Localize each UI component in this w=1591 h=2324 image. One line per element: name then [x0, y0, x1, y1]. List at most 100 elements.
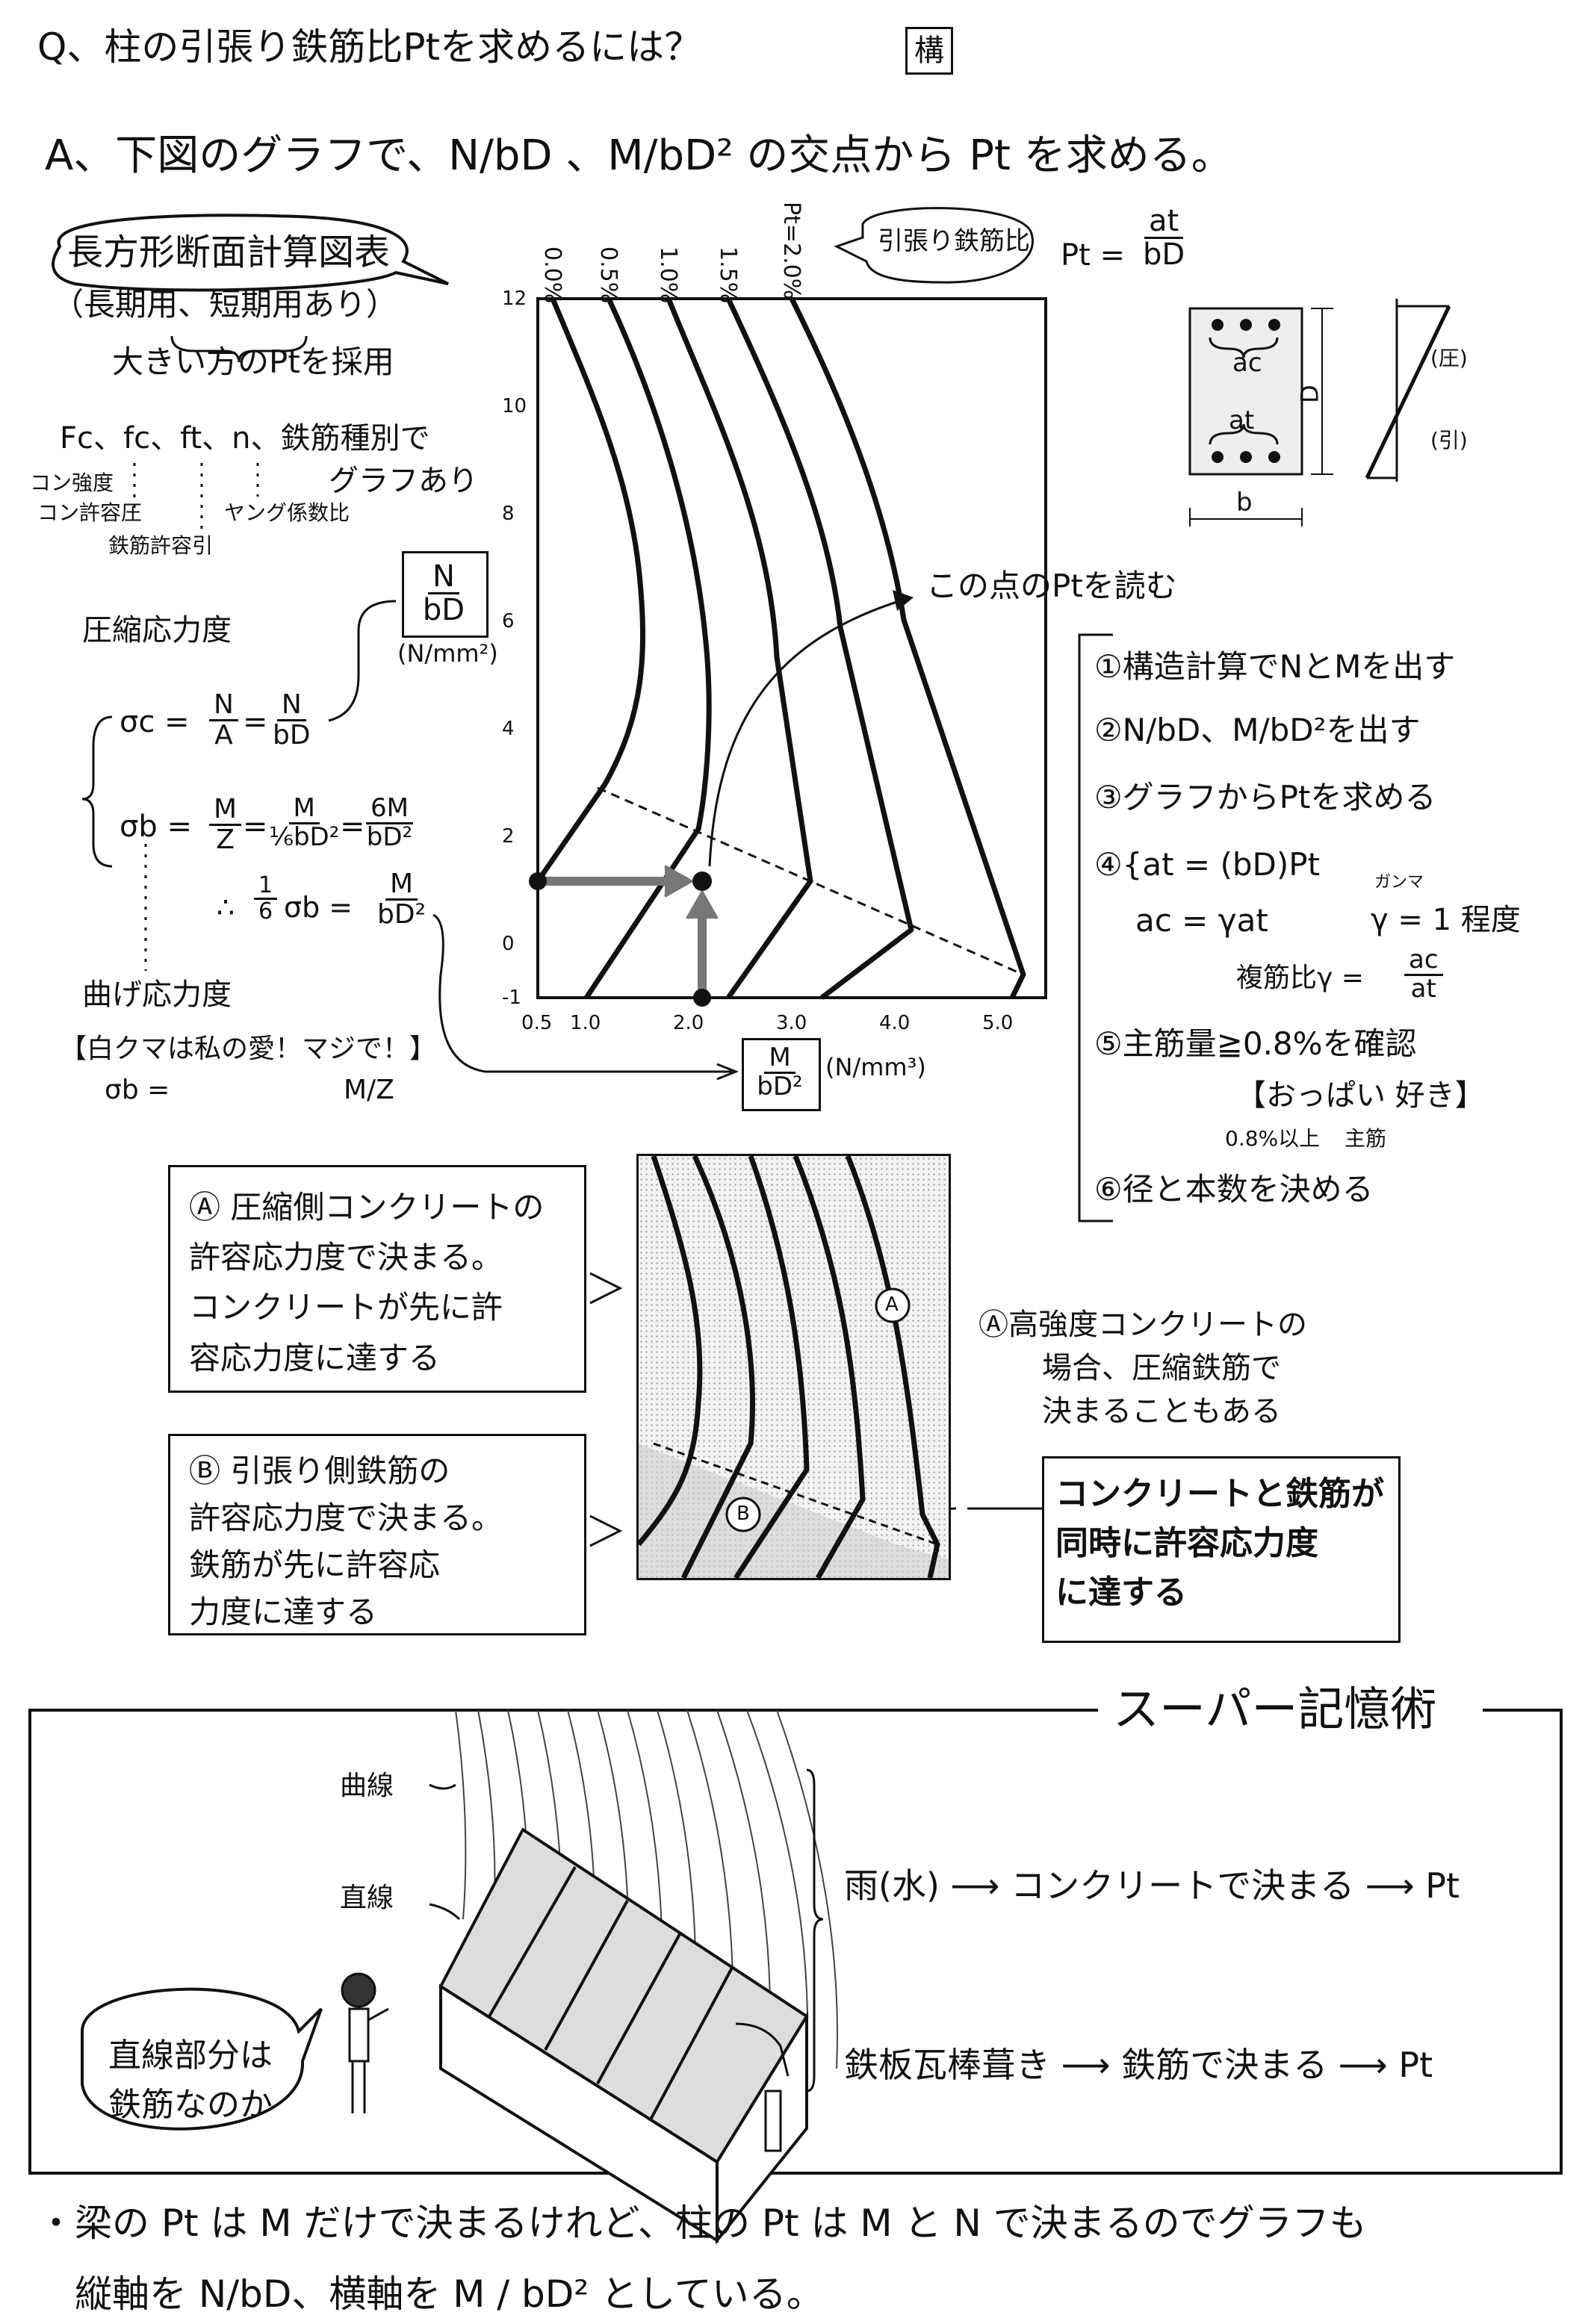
- step-4-ratio: 複筋比γ =: [1236, 963, 1364, 993]
- num: 6M: [366, 795, 413, 824]
- zone-a-line: 容応力度に達する: [189, 1339, 441, 1376]
- section-at: at: [1229, 406, 1255, 435]
- step-4-gamma: γ = 1 程度: [1371, 903, 1521, 937]
- zone-a-line: コンクリートが先に許: [189, 1289, 503, 1326]
- balance-line: に達する: [1055, 1573, 1187, 1612]
- arrow-to-nbd: [328, 600, 397, 722]
- step-1: ①構造計算でNとMを出す: [1094, 648, 1456, 685]
- zone-b-line: 鉄筋が先に許容応: [189, 1547, 441, 1583]
- label-n: ヤング係数比: [224, 500, 350, 525]
- step-4a: ④{at = (bD)Pt: [1094, 846, 1321, 883]
- curve-pt-0.5: [584, 297, 712, 999]
- num: ac: [1404, 946, 1443, 976]
- bubble-line: 鉄筋なのか: [108, 2086, 273, 2124]
- y-tick-label: 10: [502, 395, 527, 417]
- zone-b-line: 許容応力度で決まる。: [189, 1500, 503, 1536]
- speech-bubble: [52, 214, 449, 292]
- read-point-annotation: この点のPtを読む: [926, 568, 1177, 604]
- den: 6: [258, 898, 273, 925]
- chart-curves: [536, 297, 1026, 1000]
- zone-a-marker: A: [885, 1293, 899, 1316]
- step-5: ⑤主筋量≧0.8%を確認: [1094, 1025, 1417, 1062]
- section-b: b: [1236, 488, 1253, 518]
- den: at: [1410, 973, 1436, 1004]
- answer-text: A、下図のグラフで、N/bD 、M/bD² の交点から Pt を求める。: [45, 131, 1233, 180]
- step-5-mnemonic: 【おっぱい 好き】: [1236, 1078, 1485, 1113]
- balance-box: コンクリートと鉄筋が 同時に許容応力度 に達する: [1042, 1456, 1401, 1643]
- memory-title: スーパー記憶術: [1113, 1682, 1437, 1736]
- den: A: [214, 719, 233, 751]
- section-ac: ac: [1232, 348, 1262, 378]
- den: bD: [422, 593, 465, 627]
- zone-b-box: Ⓑ 引張り側鉄筋の 許容応力度で決まる。 鉄筋が先に許容応 力度に達する: [168, 1434, 586, 1635]
- y-axis-unit: (N/mm²): [397, 639, 498, 668]
- rain-mnemonic: 雨(水) ⟶ コンクリートで決まる ⟶ Pt: [844, 1865, 1460, 1906]
- series-label: 0.0%: [539, 246, 565, 304]
- question-tag: 構: [905, 27, 953, 75]
- zone-a-box: Ⓐ 圧縮側コンクリートの 許容応力度で決まる。 コンクリートが先に許 容応力度に…: [168, 1165, 586, 1393]
- x-tick-label: 3.0: [776, 1012, 807, 1034]
- step-4-gamma-reading: ガンマ: [1374, 873, 1424, 892]
- chart-type-bubble-text: 長方形断面計算図表: [67, 232, 391, 273]
- mnemonic-sigma: σb =: [105, 1075, 170, 1105]
- zone-b-line: 力度に達する: [189, 1594, 378, 1630]
- chart-type-sub: （長期用、短期用あり）: [52, 286, 398, 323]
- label-curve: 曲線: [340, 1771, 394, 1801]
- therefore: ∴: [217, 891, 235, 924]
- step-2: ②N/bD、M/bD²を出す: [1094, 712, 1421, 748]
- num: M: [288, 795, 320, 824]
- step-6: ⑥径と本数を決める: [1094, 1171, 1374, 1208]
- num: N: [428, 561, 459, 594]
- den: bD²: [377, 898, 427, 930]
- num: at: [1144, 205, 1184, 239]
- num: N: [276, 691, 306, 721]
- note-line: 場合、圧縮鉄筋で: [1042, 1351, 1281, 1385]
- note-line: 決まることもある: [1042, 1394, 1281, 1429]
- mnemonic: 【白クマは私の愛！マジで！】: [60, 1034, 437, 1064]
- adopt-note: 大きい方のPtを採用: [112, 344, 394, 380]
- person-figure: [341, 1972, 389, 2113]
- pt-bubble-text: 引張り鉄筋比: [878, 226, 1030, 256]
- x-tick-label: 4.0: [879, 1012, 911, 1034]
- steps-bracket: [1078, 633, 1113, 1222]
- sigma-b-2: σb =: [284, 891, 353, 924]
- brace: [170, 335, 308, 363]
- num: N: [209, 691, 238, 721]
- y-tick-label: 12: [502, 288, 527, 310]
- label-straight: 直線: [340, 1883, 394, 1913]
- step-3: ③グラフからPtを求める: [1094, 779, 1436, 815]
- den: Z: [216, 824, 235, 855]
- curve-pt-1.5: [725, 297, 914, 1000]
- series-label: Pt=2.0%: [778, 202, 804, 300]
- compress-label: 圧縮応力度: [82, 613, 232, 647]
- label-ft: 鉄筋許容引: [108, 533, 214, 558]
- footer-line-2: 縦軸を N/bD、横軸を M / bD² としている。: [75, 2272, 824, 2316]
- step-5-note-a: 0.8%以上: [1225, 1126, 1321, 1151]
- formula-brace: [81, 715, 113, 868]
- stress-line: [1365, 305, 1451, 479]
- label-fc-small: コン許容圧: [37, 500, 143, 525]
- x-axis-unit: (N/mm³): [825, 1053, 926, 1081]
- y-tick-label: 2: [502, 825, 515, 848]
- balance-line: 同時に許容応力度: [1055, 1524, 1318, 1562]
- memory-bubble-text: 直線部分は 鉄筋なのか: [108, 2031, 273, 2130]
- zone-chart-svg: [639, 1156, 949, 1578]
- bubble-line: 直線部分は: [108, 2036, 273, 2075]
- balance-line: コンクリートと鉄筋が: [1055, 1475, 1384, 1513]
- sigma-c: σc =: [120, 705, 190, 739]
- num: M: [209, 795, 242, 826]
- params-note: Fc、fc、ft、n、鉄筋種別で: [60, 421, 430, 456]
- x-tick-label: 1.0: [570, 1012, 601, 1034]
- zone-a-note: Ⓐ高強度コンクリートの 場合、圧縮鉄筋で 決まることもある: [979, 1303, 1307, 1433]
- den: bD²: [757, 1071, 803, 1102]
- footer-line-1: ・梁の Pt は M だけで決まるけれど、柱の Pt は M と N で決まるの…: [37, 2202, 1367, 2245]
- zone-b-line: Ⓑ 引張り側鉄筋の: [189, 1452, 450, 1489]
- den: bD: [1143, 237, 1185, 272]
- label-fc-big: コン強度: [30, 470, 114, 495]
